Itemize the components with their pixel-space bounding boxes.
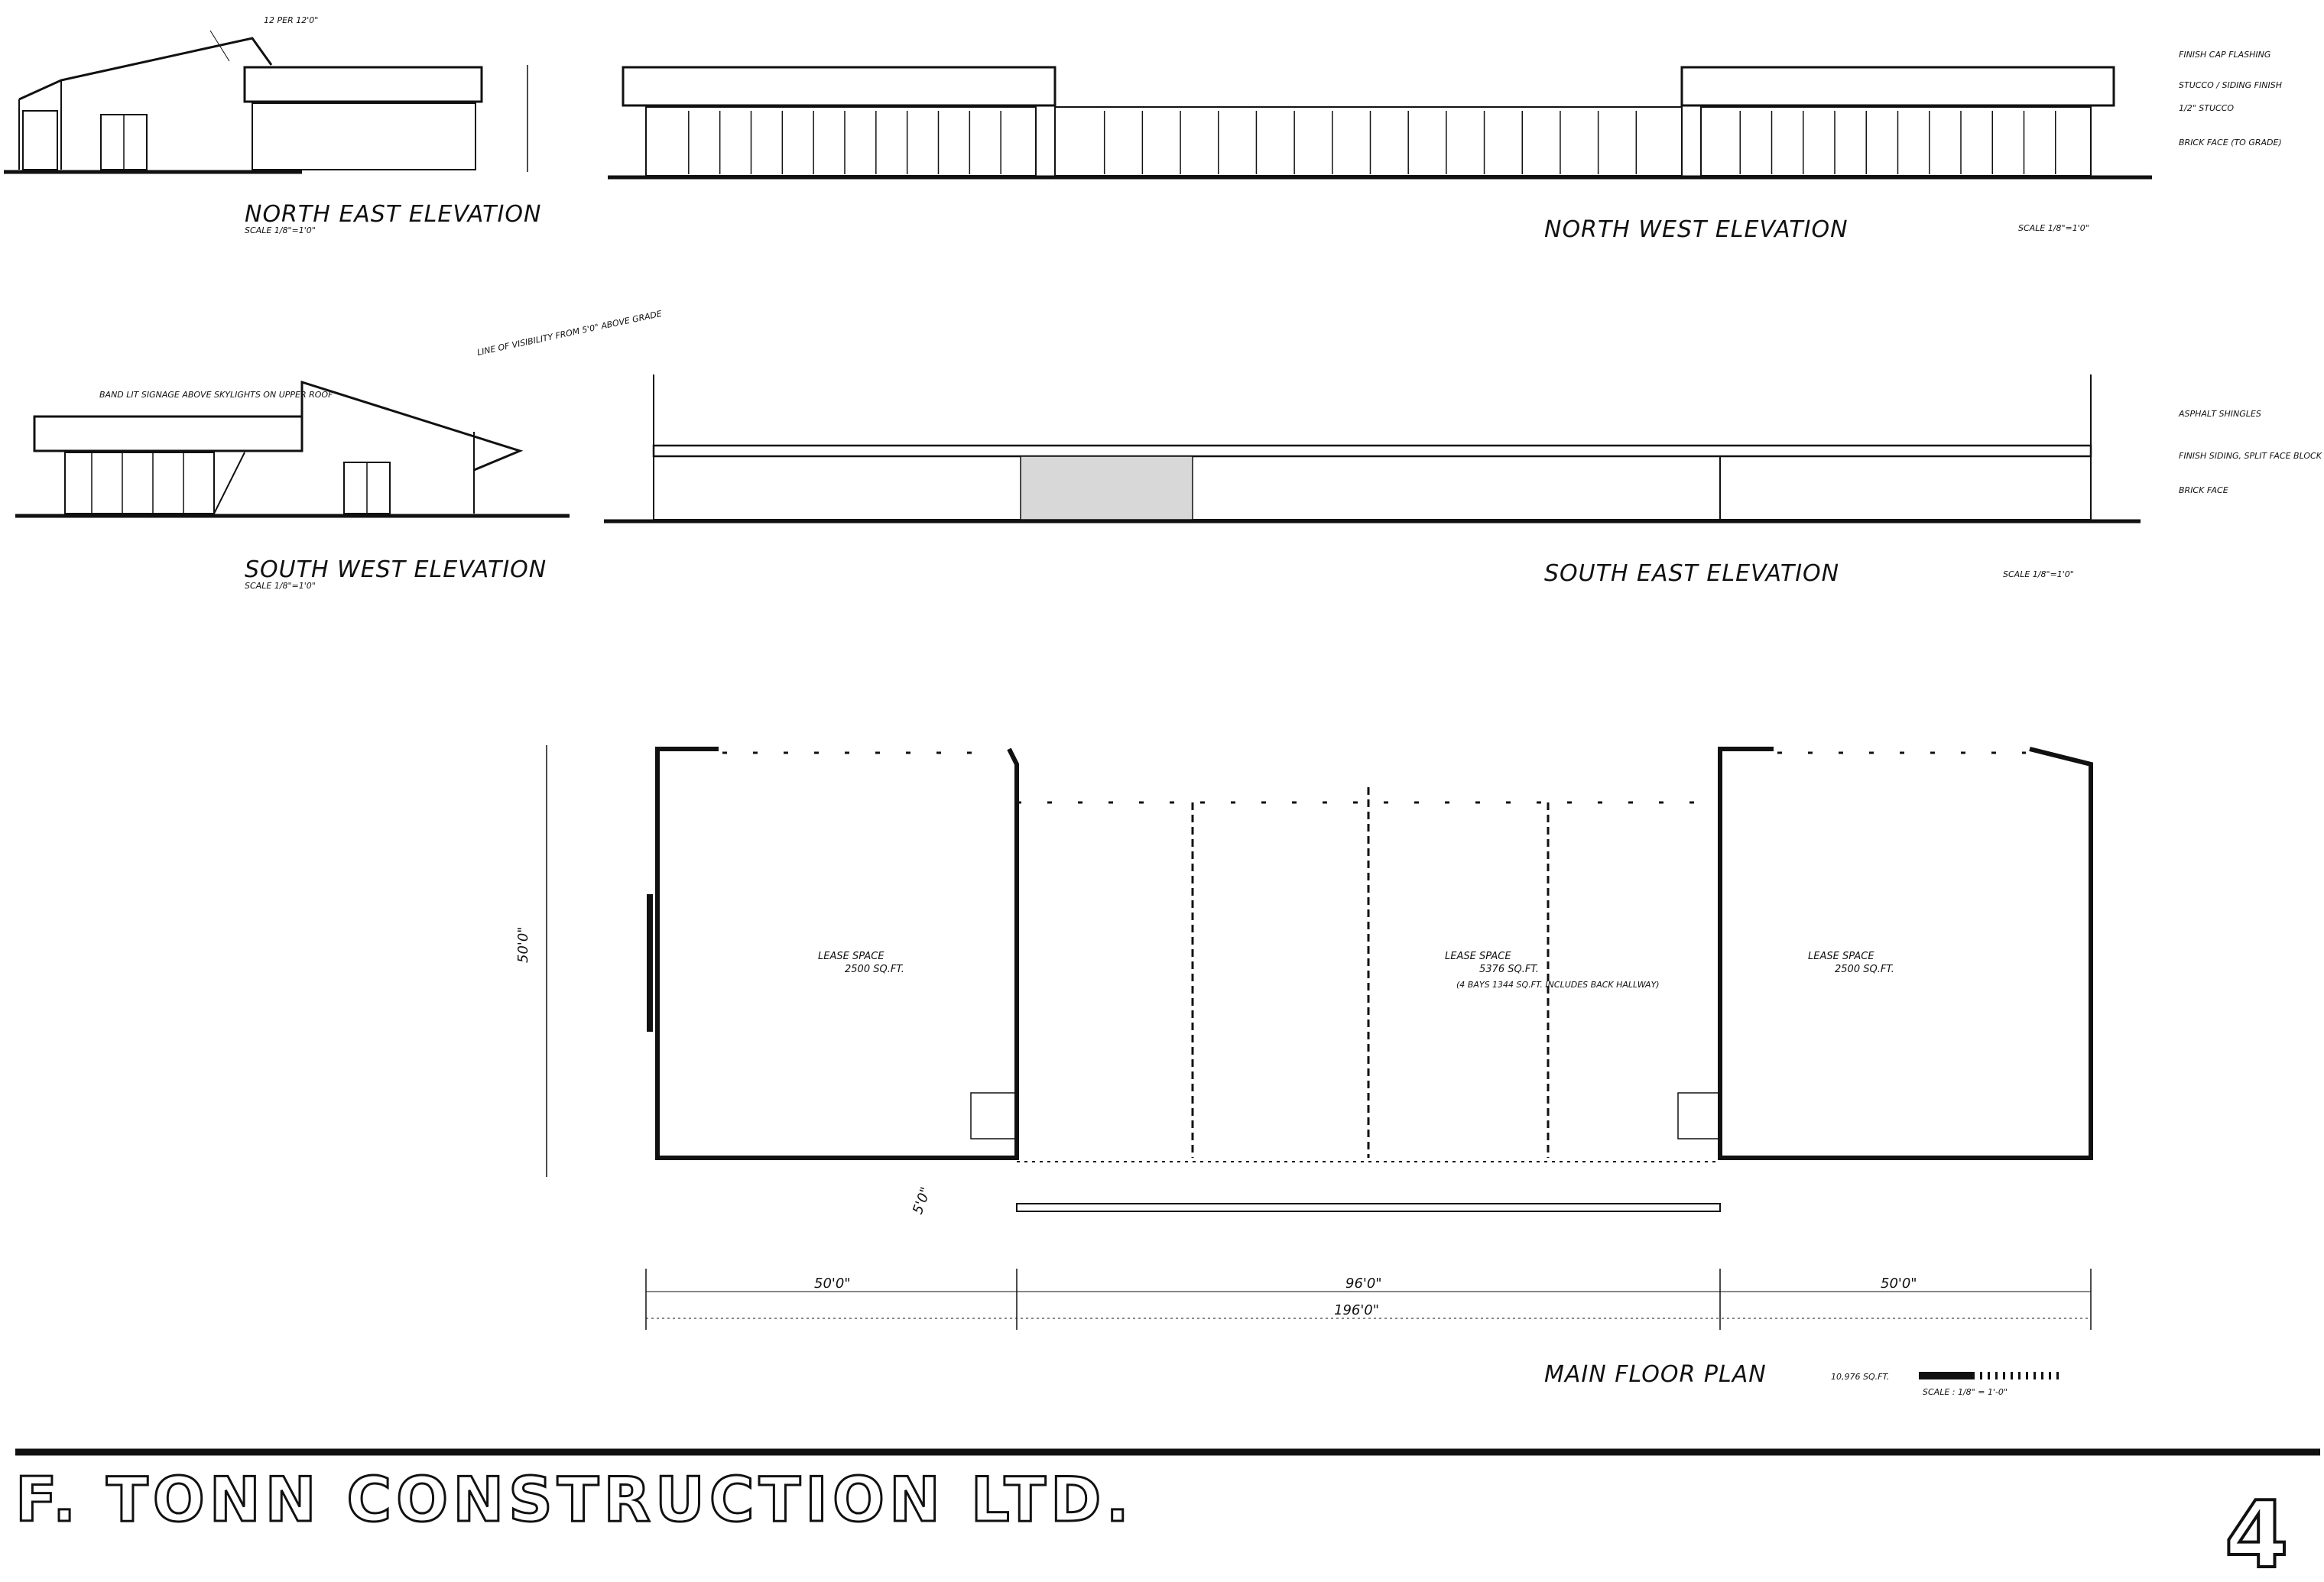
dim-corridor: 5'0" — [910, 1185, 934, 1217]
room-middle-area: 5376 SQ.FT. — [1479, 964, 1539, 975]
room-middle-note: (4 BAYS 1344 SQ.FT. INCLUDES BACK HALLWA… — [1456, 980, 1660, 990]
sight-line-note: LINE OF VISIBILITY FROM 5'0" ABOVE GRADE — [476, 309, 663, 358]
se-elevation-scale: SCALE 1/8"=1'0" — [2003, 569, 2074, 579]
dim-total: 196'0" — [1334, 1302, 1379, 1318]
finish-note-1: FINISH CAP FLASHING — [2179, 50, 2270, 60]
room-right-area: 2500 SQ.FT. — [1835, 964, 1894, 975]
nw-elevation-title: NORTH WEST ELEVATION — [1544, 216, 1848, 243]
finish-note-7: BRICK FACE — [2179, 485, 2228, 495]
ne-elevation-scale: SCALE 1/8"=1'0" — [245, 225, 316, 235]
finish-note-5: ASPHALT SHINGLES — [2178, 409, 2261, 419]
room-left-label: LEASE SPACE — [818, 951, 884, 962]
dim-right: 50'0" — [1881, 1276, 1917, 1292]
nw-elevation-scale: SCALE 1/8"=1'0" — [2018, 223, 2089, 233]
finish-notes-upper: FINISH CAP FLASHING STUCCO / SIDING FINI… — [2179, 50, 2282, 148]
ne-roof-note: 12 PER 12'0" — [264, 15, 318, 25]
sheet-number: 4 — [2225, 1483, 2289, 1582]
north-east-elevation: 12 PER 12'0" NORTH EAST ELEVATION SCALE … — [4, 15, 541, 235]
floor-plan-title: MAIN FLOOR PLAN — [1544, 1361, 1767, 1388]
ne-elevation-title: NORTH EAST ELEVATION — [245, 201, 541, 228]
finish-note-3: 1/2" STUCCO — [2179, 103, 2234, 113]
sw-signage-note: BAND LIT SIGNAGE ABOVE SKYLIGHTS ON UPPE… — [99, 390, 333, 400]
se-brick-panel — [1020, 455, 1193, 520]
dim-depth: 50'0" — [515, 926, 531, 963]
main-floor-plan: LEASE SPACE 2500 SQ.FT. LEASE SPACE 5376… — [515, 745, 2093, 1397]
room-left-area: 2500 SQ.FT. — [845, 964, 904, 975]
sw-elevation-scale: SCALE 1/8"=1'0" — [245, 581, 316, 591]
se-elevation-title: SOUTH EAST ELEVATION — [1544, 560, 1839, 587]
company-name: F. TONN CONSTRUCTION LTD. — [15, 1464, 1134, 1535]
finish-note-4: BRICK FACE (TO GRADE) — [2179, 138, 2282, 148]
nw-storefront-mullions — [688, 111, 2056, 174]
floor-plan-area: 10,976 SQ.FT. — [1831, 1372, 1889, 1382]
finish-notes-lower: ASPHALT SHINGLES FINISH SIDING, SPLIT FA… — [2178, 409, 2322, 495]
room-right-label: LEASE SPACE — [1808, 951, 1874, 962]
room-middle-label: LEASE SPACE — [1445, 951, 1511, 962]
finish-note-6: FINISH SIDING, SPLIT FACE BLOCK — [2179, 451, 2322, 461]
floor-plan-scale: SCALE : 1/8" = 1'-0" — [1923, 1387, 2008, 1397]
south-east-elevation: LINE OF VISIBILITY FROM 5'0" ABOVE GRADE… — [476, 309, 2141, 587]
south-west-elevation: BAND LIT SIGNAGE ABOVE SKYLIGHTS ON UPPE… — [15, 380, 570, 591]
dim-left: 50'0" — [814, 1276, 851, 1292]
north-west-elevation: NORTH WEST ELEVATION SCALE 1/8"=1'0" — [608, 66, 2152, 243]
finish-note-2: STUCCO / SIDING FINISH — [2179, 80, 2282, 90]
graphic-scale-bar — [1919, 1372, 2064, 1379]
sw-elevation-title: SOUTH WEST ELEVATION — [245, 556, 547, 583]
dim-middle: 96'0" — [1345, 1276, 1382, 1292]
